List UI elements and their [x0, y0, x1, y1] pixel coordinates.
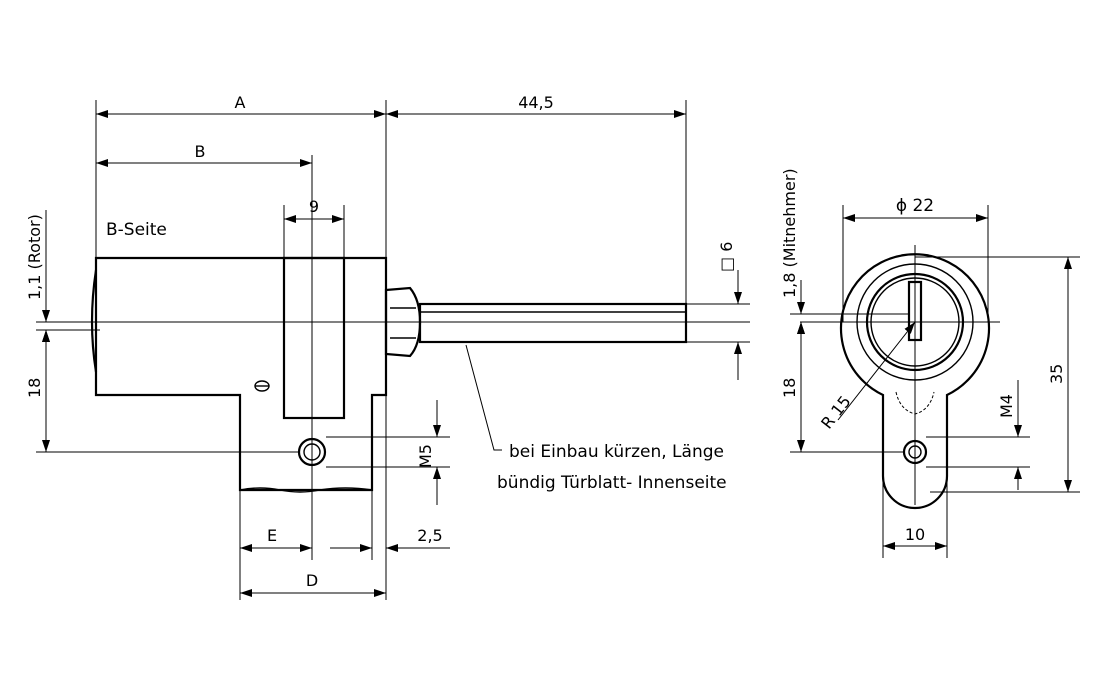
square-6-label: □ 6 [717, 242, 736, 272]
dim-445-label: 44,5 [518, 93, 554, 112]
side-view: A 44,5 B 9 B-Seite 1,1 (Rotor) 18 □ 6 [25, 93, 750, 600]
cam-slot [282, 256, 346, 420]
dim-d-label: D [306, 571, 318, 590]
note-line-2: bündig Türblatt- Innenseite [497, 473, 727, 493]
dim-9-label: 9 [309, 197, 319, 216]
radius-15-label: R 15 [817, 392, 854, 433]
mitnehmer-label: 1,8 (Mitnehmer) [780, 168, 799, 298]
note-leader [465, 344, 502, 451]
note-line-1: bei Einbau kürzen, Länge [509, 442, 724, 462]
radius-leader [837, 321, 916, 421]
dim-b-label: B [195, 142, 206, 161]
dim-35-label: 35 [1047, 364, 1066, 384]
dim-18-right-label: 18 [780, 378, 799, 398]
cut-edge [239, 487, 373, 493]
dim-e-label: E [267, 526, 277, 545]
dim-10-label: 10 [905, 525, 925, 544]
b-seite-label: B-Seite [106, 220, 167, 240]
cylinder-profile [839, 253, 991, 510]
square-shaft [418, 302, 688, 344]
rotor-label: 1,1 (Rotor) [25, 214, 44, 300]
dim-18-left-label: 18 [25, 378, 44, 398]
dim-a-label: A [235, 93, 246, 112]
cylinder-body [94, 256, 388, 492]
front-face [90, 269, 98, 373]
front-view: ϕ 22 1,8 (Mitnehmer) 18 R 15 M4 35 10 [780, 168, 1080, 558]
diameter-22-label: ϕ 22 [896, 196, 934, 216]
dim-25-label: 2,5 [417, 526, 442, 545]
m5-label: M5 [416, 444, 435, 468]
m4-label: M4 [997, 394, 1016, 418]
